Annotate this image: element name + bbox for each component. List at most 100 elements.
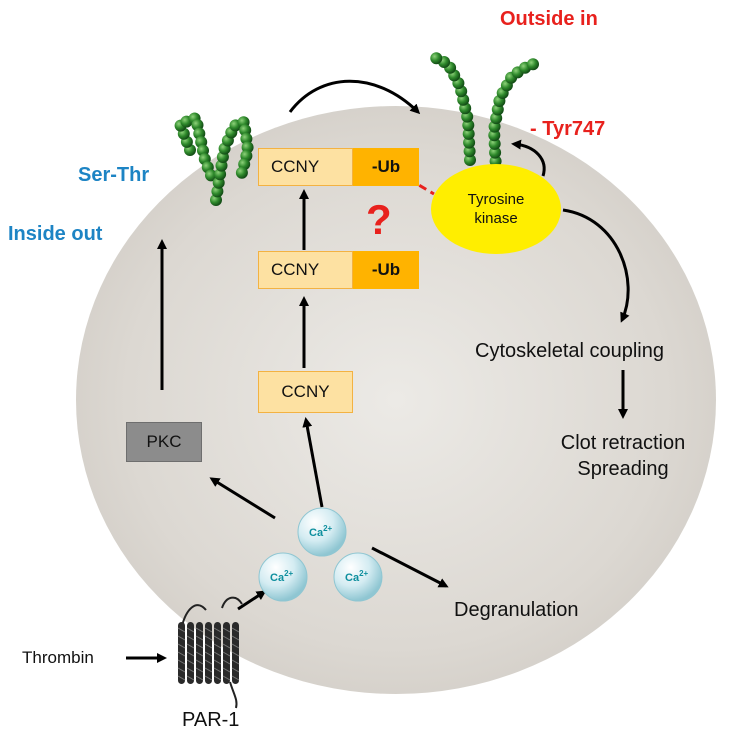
par1-helix-stripe bbox=[177, 627, 186, 633]
inside-out-label: Inside out bbox=[8, 223, 103, 245]
par1-helix-stripe bbox=[177, 635, 186, 641]
integrin-left bbox=[174, 112, 254, 206]
thrombin-label: Thrombin bbox=[22, 648, 94, 667]
integrin-left-alpha-bead bbox=[205, 169, 217, 182]
calcium-label-left: Ca2+ bbox=[270, 569, 294, 584]
par1-helix-stripe bbox=[204, 643, 213, 649]
par1-helix-stripe bbox=[231, 627, 240, 633]
ccny-ub-lower-ub-text: -Ub bbox=[371, 260, 401, 279]
cytoskeletal-coupling-label: Cytoskeletal coupling bbox=[475, 340, 664, 362]
tyr747-label: - Tyr747 bbox=[530, 118, 606, 140]
par1-helix-stripe bbox=[213, 643, 222, 649]
par1-helix-stripe bbox=[222, 651, 231, 657]
clot-retraction-spreading-label: Clot retraction Spreading bbox=[520, 430, 726, 482]
par1-helix-stripe bbox=[222, 667, 231, 673]
par1-helix-stripe bbox=[186, 667, 195, 673]
ccny-box-text: CCNY bbox=[281, 382, 330, 401]
par1-label: PAR-1 bbox=[182, 709, 240, 731]
par1-helix-stripe bbox=[186, 635, 195, 641]
par1-helix-stripe bbox=[177, 643, 186, 649]
clot-retraction-label: Clot retraction bbox=[560, 432, 686, 454]
integrin-right-alpha-bead bbox=[430, 52, 443, 65]
tyrosine-kinase-ellipse bbox=[431, 164, 561, 254]
par1-helix-stripe bbox=[177, 659, 186, 665]
ccny-ub-upper-ub: -Ub bbox=[353, 148, 419, 186]
par1-helix-stripe bbox=[222, 635, 231, 641]
arrow-inside-to-outside bbox=[288, 79, 421, 115]
par1-helix-stripe bbox=[195, 675, 204, 681]
ccny-ub-lower-ccny: CCNY bbox=[258, 251, 353, 289]
calcium-label-top: Ca2+ bbox=[309, 524, 333, 539]
par1-helix-stripe bbox=[204, 627, 213, 633]
par1-helix-stripe bbox=[186, 627, 195, 633]
par1-helix-stripe bbox=[204, 651, 213, 657]
par1-helix-stripe bbox=[186, 659, 195, 665]
par1-helix-stripe bbox=[204, 667, 213, 673]
tyrosine-kinase-label: Tyrosine kinase bbox=[440, 190, 552, 228]
par1-helix-stripe bbox=[231, 651, 240, 657]
question-mark: ? bbox=[366, 196, 392, 243]
integrin-left-beta-bead bbox=[235, 166, 248, 179]
ccny-ub-upper-ub-text: -Ub bbox=[371, 157, 401, 176]
integrin-right-alpha-bead bbox=[463, 136, 476, 149]
ccny-ub-upper-ccny: CCNY bbox=[258, 148, 353, 186]
par1-helix-stripe bbox=[231, 643, 240, 649]
ccny-box: CCNY bbox=[258, 371, 353, 413]
par1-helix-stripe bbox=[213, 651, 222, 657]
ser-thr-label: Ser-Thr bbox=[78, 164, 150, 186]
integrin-right-beta-bead bbox=[527, 58, 539, 71]
par1-helix-stripe bbox=[177, 651, 186, 657]
integrin-right-alpha-bead bbox=[463, 145, 476, 158]
par1-helix-stripe bbox=[204, 659, 213, 665]
par1-helix-stripe bbox=[177, 675, 186, 681]
par1-helix-stripe bbox=[204, 635, 213, 641]
par1-helix-stripe bbox=[222, 659, 231, 665]
par1-helix-stripe bbox=[186, 651, 195, 657]
par1-receptor bbox=[177, 596, 243, 709]
platelet-cell bbox=[76, 106, 716, 694]
arrow-kinase-to-cytoskeletal bbox=[562, 208, 630, 323]
par1-helix-stripe bbox=[186, 675, 195, 681]
par1-helix-stripe bbox=[213, 667, 222, 673]
par1-helix-stripe bbox=[204, 675, 213, 681]
degranulation-label: Degranulation bbox=[454, 599, 579, 621]
ccny-ub-lower-ccny-text: CCNY bbox=[271, 260, 320, 279]
arrow-kinase-to-tyr747 bbox=[511, 139, 546, 177]
par1-helix-stripe bbox=[222, 675, 231, 681]
calcium-ion-right bbox=[333, 552, 383, 602]
ccny-ub-upper-ccny-text: CCNY bbox=[271, 157, 320, 176]
par1-helix-stripe bbox=[177, 667, 186, 673]
arrow-calcium-to-ccny bbox=[302, 417, 324, 508]
par1-helix-stripe bbox=[222, 643, 231, 649]
par1-helix-stripe bbox=[213, 675, 222, 681]
calcium-ion-left bbox=[258, 552, 308, 602]
par1-helix-stripe bbox=[231, 659, 240, 665]
spreading-label: Spreading bbox=[577, 458, 669, 480]
par1-helix-stripe bbox=[213, 635, 222, 641]
integrin-right-alpha-bead bbox=[464, 154, 476, 166]
tyrosine-kinase-line2: kinase bbox=[474, 210, 518, 227]
integrin-right-beta-bead bbox=[488, 129, 501, 142]
par1-helix-stripe bbox=[195, 651, 204, 657]
calcium-ions: Ca2+ Ca2+ Ca2+ bbox=[258, 507, 383, 602]
arrow-calcium-to-degranulation bbox=[371, 546, 449, 588]
par1-helix-stripe bbox=[186, 643, 195, 649]
arrow-par1-to-calcium bbox=[237, 590, 267, 611]
pkc-box-text: PKC bbox=[146, 432, 182, 451]
pkc-box: PKC bbox=[126, 422, 202, 462]
par1-helix-stripe bbox=[213, 659, 222, 665]
par1-helix-stripe bbox=[195, 643, 204, 649]
par1-helix-stripe bbox=[195, 659, 204, 665]
par1-helix-stripe bbox=[231, 667, 240, 673]
par1-helix-stripe bbox=[231, 635, 240, 641]
integrin-right-beta-bead bbox=[488, 137, 501, 150]
par1-helix-stripe bbox=[195, 667, 204, 673]
integrin-right-alpha-bead bbox=[462, 127, 475, 140]
par1-helix-stripe bbox=[195, 635, 204, 641]
tyrosine-kinase-line1: Tyrosine bbox=[467, 191, 525, 208]
integrin-right-beta-bead bbox=[489, 146, 502, 159]
ccny-ub-lower-ub: -Ub bbox=[353, 251, 419, 289]
par1-helix-stripe bbox=[231, 675, 240, 681]
calcium-ion-top bbox=[297, 507, 347, 557]
